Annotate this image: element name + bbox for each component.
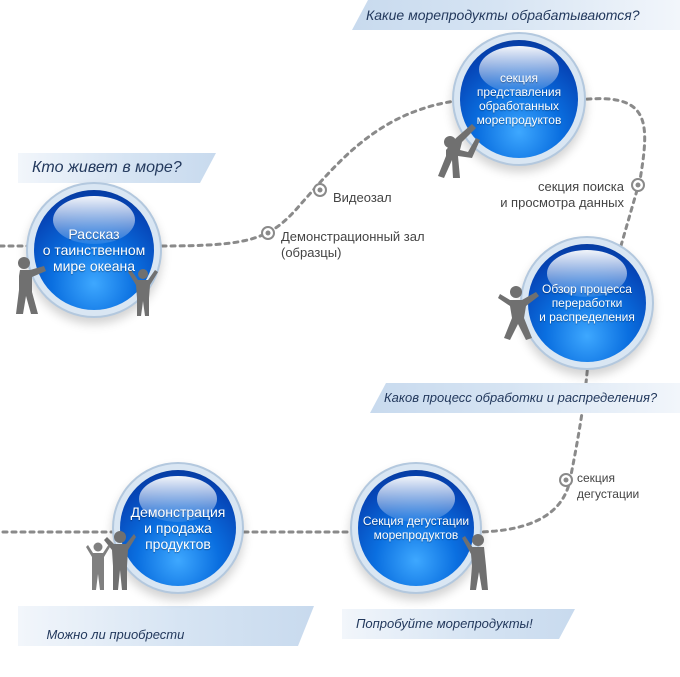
banner-top-question: Какие морепродукты обрабатываются? — [352, 0, 680, 30]
person-pushing-icon — [16, 257, 46, 314]
node-ocean-story-label: Рассказ о таинственном мире океана — [42, 226, 146, 274]
person-arms-up-icon — [128, 269, 158, 316]
node-process-overview-label: Обзор процесса переработки и распределен… — [539, 282, 635, 324]
label-search-section: секция поиска и просмотра данных — [500, 179, 624, 210]
node-product-sale-label: Демонстрация и продажа продуктов — [130, 504, 226, 552]
person-small-icon — [86, 542, 110, 590]
person-leaning-icon — [498, 286, 539, 340]
node-seafood-presentation-label: секция представления обработанных морепр… — [476, 71, 562, 127]
label-tasting-section: секция дегустации — [577, 471, 640, 501]
person-pointing-icon — [462, 534, 488, 590]
banner-bottom-left-text: Можно ли приобрести демонстрируемые прод… — [46, 627, 242, 659]
banner-bottom-right-question: Попробуйте морепродукты! — [342, 609, 575, 639]
banner-middle-question: Каков процесс обработки и распределения? — [370, 383, 680, 413]
label-demo-hall: Демонстрационный зал (образцы) — [281, 229, 425, 260]
banner-top-text: Какие морепродукты обрабатываются? — [366, 7, 640, 23]
node-tasting-section: Секция дегустации морепродуктов — [358, 470, 474, 586]
flow-diagram: Какие морепродукты обрабатываются? Кто ж… — [0, 0, 680, 653]
label-video-hall: Видеозал — [333, 190, 392, 205]
banner-bottom-left-question: Можно ли приобрести демонстрируемые прод… — [18, 606, 314, 646]
dotted-route — [0, 97, 647, 534]
node-seafood-presentation: секция представления обработанных морепр… — [460, 40, 578, 158]
node-product-sale: Демонстрация и продажа продуктов — [120, 470, 236, 586]
node-process-overview: Обзор процесса переработки и распределен… — [528, 244, 646, 362]
banner-left-text: Кто живет в море? — [32, 159, 182, 176]
banner-middle-text: Каков процесс обработки и распределения? — [384, 390, 658, 405]
node-ocean-story: Рассказ о таинственном мире океана — [34, 190, 154, 310]
person-waving-icon — [104, 531, 136, 590]
route-markers — [261, 178, 645, 487]
banner-left-question: Кто живет в море? — [18, 153, 216, 183]
node-tasting-section-label: Секция дегустации морепродуктов — [362, 514, 470, 542]
person-lifting-icon — [438, 124, 480, 178]
banner-bottom-right-text: Попробуйте морепродукты! — [356, 616, 533, 631]
